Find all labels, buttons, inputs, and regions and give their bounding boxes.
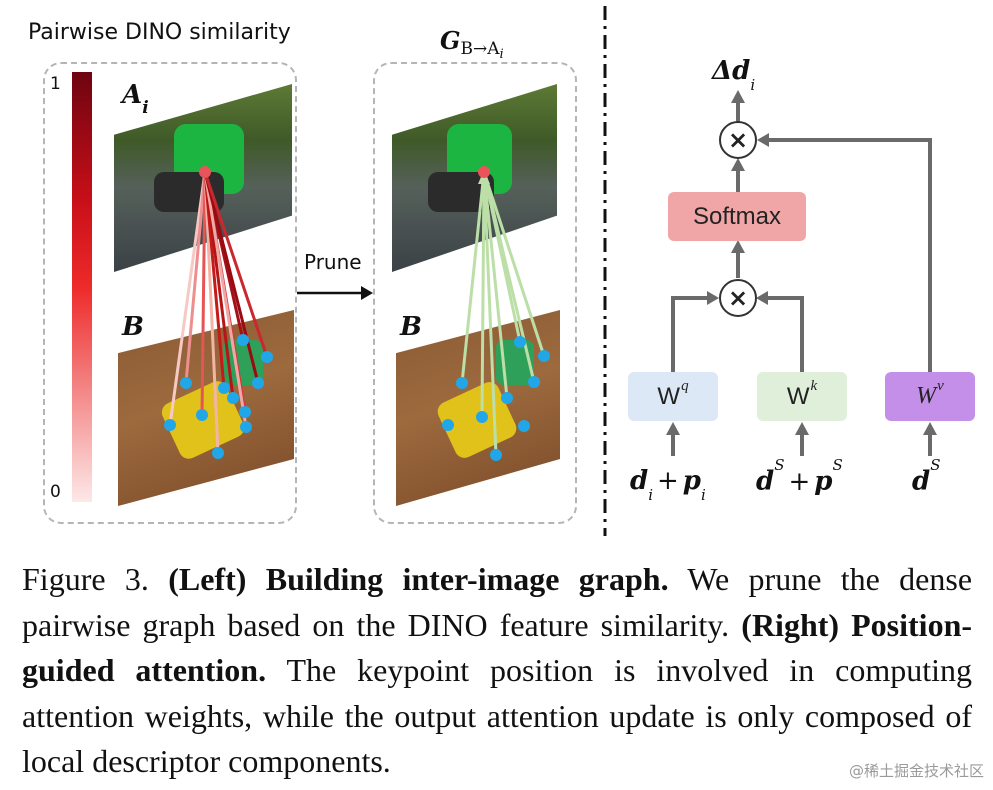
output-delta-label: Δdi — [712, 56, 756, 95]
keypoint — [212, 447, 224, 459]
image-b-label-pruned: B — [400, 312, 422, 342]
caption-right-text: The keypoint position is involved in com… — [22, 652, 973, 779]
graph-edge — [203, 171, 220, 454]
image-a-label: Ai — [122, 80, 149, 119]
keypoint — [442, 419, 454, 431]
keypoint — [514, 336, 526, 348]
middle-panel-box — [373, 62, 577, 524]
caption-left-text: We prune the dense pairwise graph based … — [22, 561, 973, 643]
input-value-label: dS — [912, 456, 941, 497]
graph-edge — [460, 171, 486, 384]
left-panel-box — [43, 62, 297, 524]
input-query-label: di+pi — [630, 466, 706, 505]
prune-arrow — [297, 286, 373, 300]
graph-edge — [482, 171, 498, 456]
keypoint — [164, 419, 176, 431]
keypoint — [252, 377, 264, 389]
keypoint — [538, 350, 550, 362]
graph-edge — [203, 171, 269, 358]
keypoint — [180, 377, 192, 389]
keypoint — [501, 392, 513, 404]
keypoint — [476, 411, 488, 423]
input-key-label: dS+pS — [756, 456, 843, 497]
keypoint — [218, 382, 230, 394]
keypoint — [227, 392, 239, 404]
colorbar-max-label: 1 — [50, 74, 61, 94]
graph-edge — [168, 171, 207, 426]
multiply-op-top: × — [719, 121, 757, 159]
attention-arrows — [666, 90, 937, 456]
keypoint — [490, 449, 502, 461]
keypoint — [456, 377, 468, 389]
graph-edge — [203, 171, 260, 384]
multiply-op-bottom: × — [719, 279, 757, 317]
caption-figure-label: Figure 3. — [22, 561, 149, 597]
figure: Pairwise DINO similarity 1 0 Ai B — [28, 6, 975, 536]
caption-left-bold: (Left) Building inter-image graph. — [168, 561, 669, 597]
image-b-label: B — [122, 312, 144, 342]
graph-edge — [200, 171, 207, 416]
source-point — [199, 166, 211, 178]
graph-edge — [482, 171, 546, 357]
source-point — [478, 166, 490, 178]
watermark: @稀土掘金技术社区 — [848, 762, 984, 780]
graph-edge — [482, 171, 509, 399]
colorbar-min-label: 0 — [50, 482, 61, 502]
keypoint — [261, 351, 273, 363]
similarity-colorbar — [72, 72, 92, 502]
dash-dot-divider — [603, 6, 607, 536]
keypoint — [518, 420, 530, 432]
keypoint — [239, 406, 251, 418]
caption-right-bold: (Right) Position-guided attention. — [22, 606, 973, 689]
pruned-graph — [442, 166, 550, 461]
softmax-box: Softmax — [668, 192, 806, 241]
keypoint — [240, 421, 252, 433]
graph-edge — [184, 171, 207, 384]
graph-edge — [480, 171, 486, 418]
keypoint — [196, 409, 208, 421]
graph-edge — [482, 171, 536, 383]
figure-caption: Figure 3. (Left) Building inter-image gr… — [22, 557, 972, 785]
graph-title: GB→Ai — [440, 26, 504, 62]
prune-label: Prune — [304, 250, 362, 274]
graph-edge — [203, 171, 248, 428]
keypoint — [237, 334, 249, 346]
left-panel-title: Pairwise DINO similarity — [28, 20, 291, 45]
keypoint — [528, 376, 540, 388]
dense-graph — [164, 166, 273, 459]
